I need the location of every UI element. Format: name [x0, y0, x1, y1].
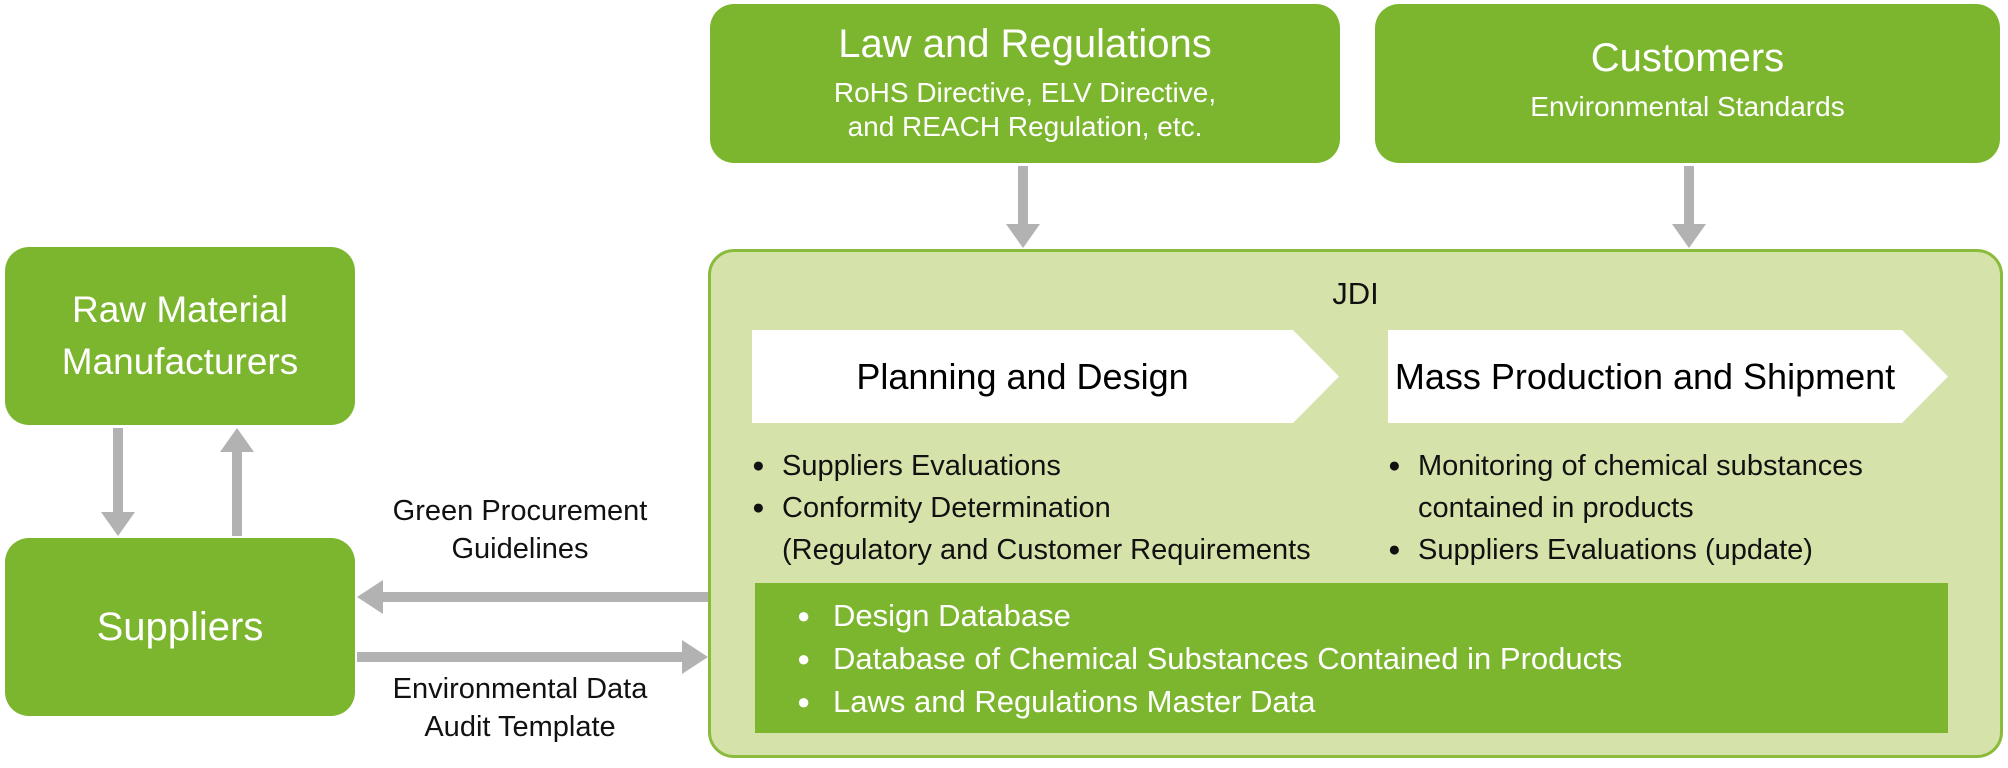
raw-material-label-line2: Manufacturers	[61, 341, 299, 382]
bullet-icon: ●	[1388, 454, 1401, 477]
arrow-shaft	[113, 428, 123, 514]
jdi-title: JDI	[1332, 276, 1379, 311]
green-procurement-guidelines-label: Green Procurement Guidelines	[330, 492, 710, 568]
arrow-shaft	[1684, 166, 1694, 226]
banner-mass-production-and-shipment: Mass Production and Shipment	[1388, 330, 1948, 423]
list-item: ● Conformity Determination	[752, 487, 1372, 529]
bullet-icon: ●	[797, 603, 811, 628]
arrow-customers-to-jdi-icon	[1672, 166, 1706, 248]
bullet-icon: ●	[1388, 538, 1401, 561]
list-item: ● Database of Chemical Substances Contai…	[797, 637, 1948, 680]
arrow-shaft	[232, 450, 242, 536]
list-item: ● Laws and Regulations Master Data	[797, 680, 1948, 723]
banner-mass-production-label: Mass Production and Shipment	[1394, 355, 1896, 397]
bullet-icon: ●	[797, 689, 811, 714]
arrow-head-down-icon	[1006, 224, 1040, 248]
arrow-suppliers-to-jdi-icon	[357, 640, 708, 674]
bullet-text: contained in products	[1418, 492, 1694, 524]
arrow-suppliers-to-raw-icon	[220, 428, 254, 536]
bullet-text: Database of Chemical Substances Containe…	[833, 641, 1623, 676]
arrow-shaft	[357, 652, 684, 662]
arrow-head-right-icon	[682, 640, 708, 674]
bullet-text: Suppliers Evaluations	[782, 450, 1061, 482]
green-procurement-label-line2: Guidelines	[451, 533, 589, 565]
bullet-text: Design Database	[833, 598, 1071, 633]
environmental-data-audit-template-label: Environmental Data Audit Template	[330, 670, 710, 746]
banner-planning-label: Planning and Design	[856, 355, 1189, 397]
bullet-icon	[1388, 487, 1418, 529]
customers-box-subtitle: Environmental Standards	[1530, 91, 1845, 122]
bullet-icon: ●	[752, 454, 765, 477]
customers-box-title: Customers	[1590, 36, 1785, 80]
bullet-text: (Regulatory and Customer Requirements	[782, 534, 1311, 566]
arrow-head-down-icon	[101, 512, 135, 536]
bullet-text: Conformity Determination	[782, 492, 1111, 524]
bullet-icon: ●	[752, 496, 765, 519]
env-data-label-line1: Environmental Data	[392, 673, 648, 705]
arrow-head-up-icon	[220, 428, 254, 452]
list-item: ● Suppliers Evaluations	[752, 445, 1372, 487]
law-box-subtitle-line2: and REACH Regulation, etc.	[847, 111, 1203, 142]
bullet-text: Laws and Regulations Master Data	[833, 684, 1316, 719]
list-item: ● Monitoring of chemical substances	[1388, 445, 2008, 487]
raw-material-manufacturers-box: Raw Material Manufacturers	[5, 247, 355, 425]
arrow-raw-to-suppliers-icon	[101, 428, 135, 536]
law-box-subtitle: RoHS Directive, ELV Directive, and REACH…	[710, 76, 1340, 144]
banner-planning-and-design: Planning and Design	[752, 330, 1339, 423]
suppliers-label: Suppliers	[96, 604, 264, 649]
bullet-text: Monitoring of chemical substances	[1418, 450, 1863, 482]
arrow-shaft	[1018, 166, 1028, 226]
arrow-law-to-jdi-icon	[1006, 166, 1040, 248]
law-box-title: Law and Regulations	[838, 22, 1212, 66]
bullet-text: Suppliers Evaluations (update)	[1418, 534, 1813, 566]
law-and-regulations-box: Law and Regulations RoHS Directive, ELV …	[710, 4, 1340, 163]
suppliers-box: Suppliers	[5, 538, 355, 716]
env-data-label-line2: Audit Template	[424, 711, 616, 743]
arrow-jdi-to-suppliers-icon	[357, 580, 708, 614]
arrow-head-down-icon	[1672, 224, 1706, 248]
law-box-subtitle-line1: RoHS Directive, ELV Directive,	[833, 77, 1217, 108]
database-box: ● Design Database ● Database of Chemical…	[755, 583, 1948, 733]
list-item: ● Design Database	[797, 594, 1948, 637]
arrow-shaft	[381, 592, 708, 602]
bullet-icon: ●	[797, 646, 811, 671]
list-item: contained in products	[1388, 487, 2008, 529]
list-item: ● Suppliers Evaluations (update)	[1388, 529, 2008, 571]
arrow-head-left-icon	[357, 580, 383, 614]
list-item: (Regulatory and Customer Requirements	[752, 529, 1372, 571]
bullet-icon	[752, 529, 782, 571]
green-procurement-label-line1: Green Procurement	[392, 495, 648, 527]
mass-production-bullet-list: ● Monitoring of chemical substances cont…	[1388, 445, 2008, 571]
customers-box: Customers Environmental Standards	[1375, 4, 2000, 163]
raw-material-label-line1: Raw Material	[72, 289, 288, 330]
planning-bullet-list: ● Suppliers Evaluations ● Conformity Det…	[752, 445, 1372, 571]
